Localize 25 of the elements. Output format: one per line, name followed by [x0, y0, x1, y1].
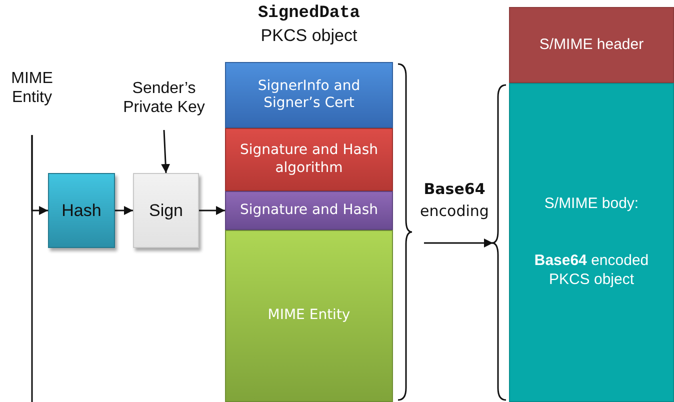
object-title: SignedData	[256, 4, 362, 23]
block-text: S/MIME body:	[544, 195, 639, 212]
block-text: MIME Entity	[268, 307, 350, 324]
content-block	[225, 230, 393, 402]
signature-block	[225, 191, 393, 230]
header-block	[509, 7, 674, 83]
block-text: Sign	[148, 200, 184, 220]
node-label: MIME Entity	[10, 68, 54, 108]
arrow	[424, 238, 493, 248]
block-text: S/MIME header	[539, 36, 644, 53]
algorithm-block	[225, 128, 393, 191]
body-block	[509, 83, 674, 402]
arrow	[115, 206, 133, 215]
arrow	[199, 206, 225, 215]
process-box	[48, 173, 115, 248]
process-box	[133, 173, 199, 248]
block-text: Base64 encoded PKCS object	[534, 252, 649, 288]
block-text: Signature and Hash algorithm	[240, 142, 378, 176]
block-text: Signature and Hash	[240, 202, 378, 218]
object-subtitle: PKCS object	[260, 26, 358, 46]
signer-info-block	[225, 62, 393, 128]
node-label: Sender’s Private Key	[122, 78, 206, 118]
arrow	[161, 130, 170, 174]
block-text: SignerInfo and Signer’s Cert	[258, 78, 360, 111]
block-text: Hash	[62, 200, 102, 220]
